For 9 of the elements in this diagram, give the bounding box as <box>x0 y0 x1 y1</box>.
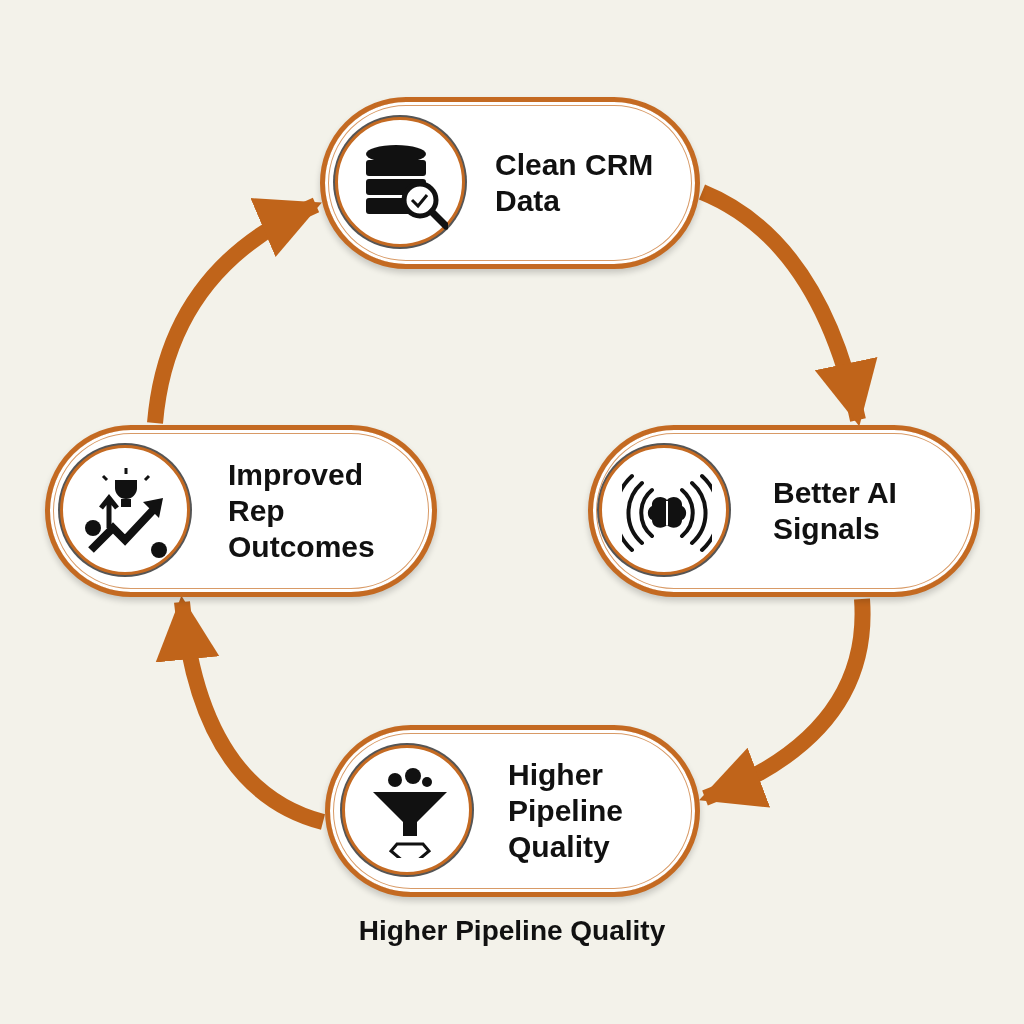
curved-arrow <box>698 184 876 427</box>
step-label: Clean CRM Data <box>495 147 655 219</box>
curved-arrow <box>157 595 326 830</box>
step-label: Better AI Signals <box>773 475 898 547</box>
curved-arrow <box>147 197 322 424</box>
step-label: Higher Pipeline Quality <box>508 757 625 865</box>
step-label: Improved Rep Outcomes <box>228 457 376 565</box>
caption: Higher Pipeline Quality <box>357 915 667 947</box>
curved-arrow <box>699 598 871 806</box>
